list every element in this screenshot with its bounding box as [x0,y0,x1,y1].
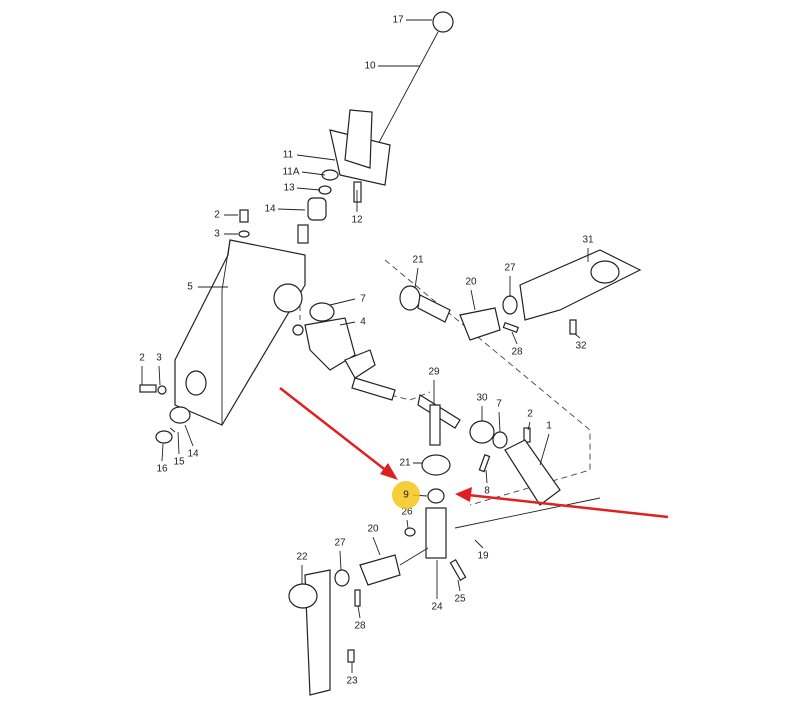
lower-assembly [288,547,429,696]
callout-9: 9 [403,490,409,501]
callout-21: 21 [399,458,411,469]
shift-lever [329,11,454,186]
callout-7: 7 [360,294,366,305]
callout-16: 16 [156,464,168,475]
highlighted-part-9[interactable]: 9 [392,481,420,509]
callout-17: 17 [392,15,404,26]
callout-27: 27 [334,538,346,549]
callout-28: 28 [511,347,523,358]
callout-26: 26 [401,507,413,518]
callout-8: 8 [484,486,490,497]
callout-4: 4 [360,317,366,328]
callout-14: 14 [187,449,199,460]
callout-2: 2 [214,210,220,221]
red-arrows [279,387,669,519]
callout-14: 14 [264,204,276,215]
callout-3: 3 [214,229,220,240]
callout-20: 20 [465,277,477,288]
callout-13: 13 [283,183,295,194]
callout-10: 10 [364,61,376,72]
callout-25: 25 [454,594,466,605]
small-parts [238,169,362,244]
boot-linkage [292,302,461,446]
leader-lines [141,19,589,673]
callout-15: 15 [173,457,185,468]
callout-labels: 17 10 11 11A 13 14 12 2 3 5 7 4 21 20 27… [139,15,594,687]
callout-12: 12 [351,215,363,226]
callout-22: 22 [296,552,308,563]
callout-31: 31 [582,235,594,246]
arrow-right [467,493,669,519]
callout-20: 20 [367,524,379,535]
callout-3: 3 [156,353,162,364]
callout-5: 5 [187,282,193,293]
callout-2: 2 [139,353,145,364]
callout-21: 21 [412,255,424,266]
callout-11a: 11A [282,167,299,178]
arrow-left-head [380,463,398,480]
callout-7: 7 [496,399,502,410]
upper-right-assembly [399,249,642,341]
callout-32: 32 [575,341,587,352]
housing [139,239,306,444]
callout-27: 27 [504,263,516,274]
callout-30: 30 [476,393,488,404]
center-parts [404,420,561,581]
callout-24: 24 [431,602,443,613]
callout-11: 11 [283,150,294,161]
callout-29: 29 [428,367,440,378]
callout-19: 19 [477,551,489,562]
callout-23: 23 [346,676,358,687]
callout-1: 1 [546,421,552,432]
callout-2: 2 [527,409,533,420]
highlight-circle [392,481,420,509]
arrow-right-head [455,487,472,502]
callout-28: 28 [354,621,366,632]
arrow-left [279,387,389,473]
